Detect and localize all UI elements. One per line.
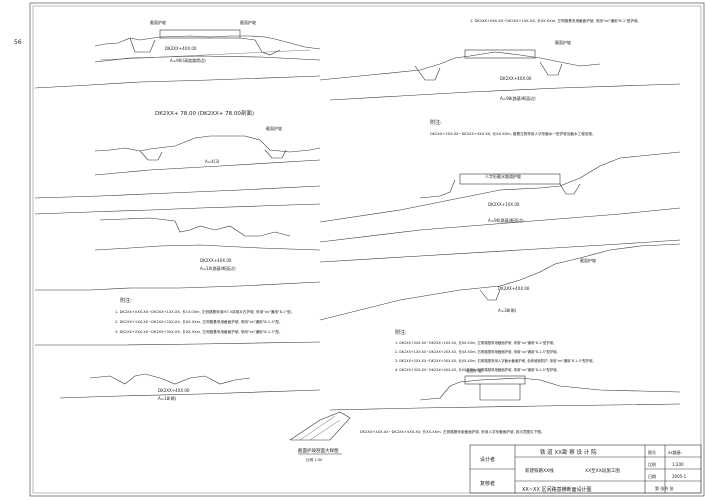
section-5-note-a: 1. DK2XX+0XX.XX~DK2XX+1XX.XX, 长XX.XXm, 左… — [470, 18, 641, 23]
date-value: 2005-1 — [672, 474, 687, 479]
notes-left-3: 3. DK2XX+2XX.XX~DK2XX+3XX.XX, 长XX.XXm, 左… — [115, 329, 283, 334]
notes-bottom-1: 1. DK2XX+0XX.XX~DK2XX+1XX.XX, 长XX.XXm, 左… — [395, 340, 557, 345]
section-3: DK2XX+4XX.00 A=10(路基/断面边) — [34, 185, 321, 291]
notes-left: 附注: 1. DK2XX+0XX.XX~DK2XX+1XX.XX, 长13.00… — [115, 297, 294, 334]
notes-left-title: 附注: — [120, 297, 132, 304]
section-6: 人字形截水坡道护坡 DK2XX+1XX.00 A=96(路基/断面边) — [319, 151, 681, 263]
notes-bottom-3: 3. DK2XX+2XX.XX~DK2XX+3XX.XX, 长XX.XXm, 右… — [395, 358, 596, 363]
section-4-station: DK2XX+4XX.00 — [158, 388, 190, 393]
section-2-note: A=4(3) — [205, 159, 220, 164]
notes-right-title: 附注: — [430, 119, 442, 126]
notes-right: 附注: DK2XX+2XX.XX~DK2XX+4XX.XX, 长XX.XXm, … — [430, 119, 596, 136]
slope-detail-scale: 比例 1:50 — [306, 457, 323, 462]
section-8: 截面护坡 — [329, 367, 681, 411]
section-7: 截面护坡 DK2XX+4XX.00 A=38(断) — [319, 243, 681, 321]
section-5-label: 截面护坡 — [555, 39, 571, 45]
section-1-note: A=96/(高度路堤边) — [170, 57, 206, 63]
drawing-no-label: 图号 — [648, 449, 656, 455]
section-3-station: DK2XX+4XX.00 — [200, 258, 232, 263]
drawing-inner-border — [32, 5, 702, 494]
section-1-label-left: 截面护坡 — [150, 19, 166, 25]
reviewer-label: 复核者 — [480, 480, 495, 487]
scale-value: 1:200 — [672, 462, 684, 467]
notes-left-2: 2. DK2XX+1XX.XX~DK2XX+2XX.XX, 长XX.XXm, 左… — [115, 319, 283, 324]
section-8-label: 截面护坡 — [466, 367, 482, 373]
section-6-station: DK2XX+1XX.00 — [488, 202, 520, 207]
section-4-note: A=18(断) — [158, 395, 177, 401]
section-1-label-right: 截面护坡 — [240, 19, 256, 25]
section-3-note: A=10(路基/断面边) — [200, 265, 236, 271]
title-block: 设计者 复核者 铁 道 XX勘 察 设 计 院 新建铁路XX线 XX至XX段施工… — [469, 444, 702, 494]
section-6-label: 人字形截水坡道护坡 — [485, 173, 521, 179]
notes-bottom: 附注: 1. DK2XX+0XX.XX~DK2XX+1XX.XX, 长XX.XX… — [395, 329, 596, 372]
project-right: XX至XX段施工图 — [585, 467, 620, 474]
notes-right-text: DK2XX+2XX.XX~DK2XX+4XX.XX, 长XX.XXm, 路基左侧… — [430, 131, 596, 136]
designer-label: 设计者 — [480, 456, 495, 463]
slope-detail-label: 截面护坡剖面大样图 — [298, 447, 339, 454]
section-2: DK2XX+ 78.00 (DK2XX+ 78.00剖面) A=4(3) 截面护… — [94, 109, 321, 176]
drawing-title: XX~XX 区间路基横断面设计图 — [522, 486, 591, 493]
section-5: 1. DK2XX+0XX.XX~DK2XX+1XX.XX, 长XX.XXm, 左… — [319, 18, 681, 101]
section-1-station: DK2XX+4XX.00 — [165, 46, 197, 51]
section-5-station: DK2XX+4XX.00 — [500, 76, 532, 81]
section-7-label: 截面护坡 — [580, 257, 596, 263]
notes-bottom-2: 2. DK2XX+1XX.XX~DK2XX+2XX.XX, 长XX.XXm, 右… — [395, 349, 560, 354]
section-1: DK2XX+4XX.00 A=96/(高度路堤边) 截面护坡 截面护坡 — [34, 19, 321, 89]
org-line: 铁 道 XX勘 察 设 计 院 — [540, 448, 597, 456]
section-7-station: DK2XX+4XX.00 — [498, 286, 530, 291]
section-7-note: A=38(断) — [498, 307, 517, 313]
section-2-label: 截面护坡 — [266, 125, 282, 131]
section-4: DK2XX+4XX.00 A=18(断) — [35, 341, 321, 401]
scale-label: 比例 — [648, 461, 656, 467]
sheet-count: 第 张共 张 — [655, 485, 674, 491]
date-label: 日期 — [648, 473, 656, 479]
slope-detail: 截面护坡剖面大样图 比例 1:50 — [289, 411, 351, 462]
section-2-station: DK2XX+ 78.00 (DK2XX+ 78.00剖面) — [155, 109, 254, 117]
notes-left-1: 1. DK2XX+0XX.XX~DK2XX+1XX.XX, 长13.00m, 左… — [115, 309, 294, 314]
section-5-note: A=98(路基/断面边) — [500, 95, 536, 101]
note-bottom-single: DK2XX+4XX.XX~DK2XX+5XX.XX, 长XX.XXm, 左侧路基… — [360, 429, 545, 434]
notes-bottom-title: 附注: — [395, 329, 407, 336]
section-6-note: A=96(路基/断面边) — [488, 217, 524, 223]
notes-bottom-4: 4. DK2XX+3XX.XX~DK2XX+4XX.XX, 长XX.XXm, 左… — [395, 367, 560, 372]
project-left: 新建铁路XX线 — [525, 467, 554, 474]
page-number: 56 — [14, 39, 22, 46]
drawing-border — [29, 2, 705, 497]
drawing-no-value: xx路基- — [668, 449, 683, 455]
